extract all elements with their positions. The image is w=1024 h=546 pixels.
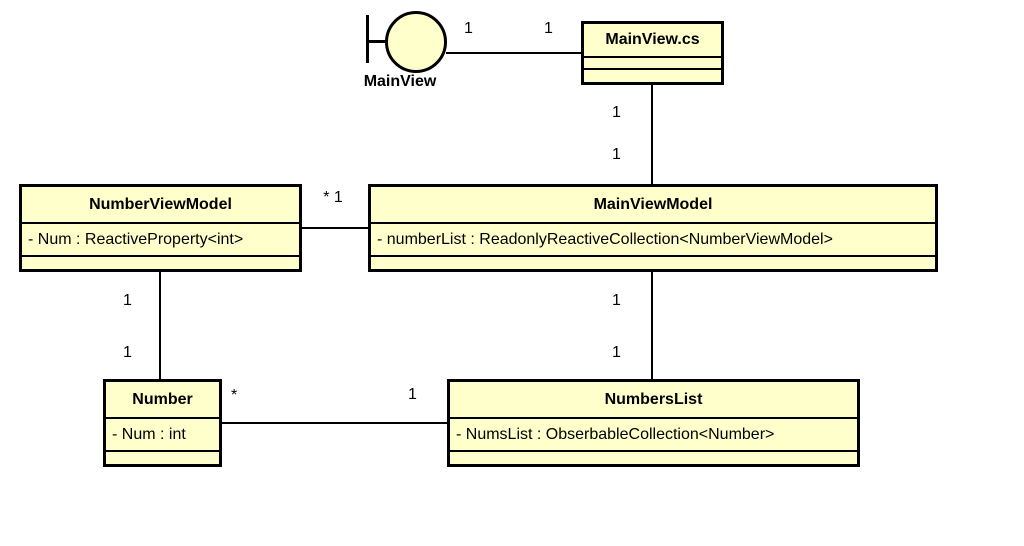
interface-label: MainView [363, 73, 437, 90]
association-line-mainviewcs-to-mainviewmodel [651, 85, 653, 184]
multiplicity-label: 1 [612, 146, 621, 163]
association-line-number-to-numberslist [222, 422, 447, 424]
multiplicity-label: 1 [612, 104, 621, 121]
class-title: NumbersList [604, 390, 703, 408]
multiplicity-label: 1 [464, 20, 473, 37]
interface-stub-line [369, 40, 386, 43]
class-title: MainViewModel [593, 195, 713, 213]
attributes-compartment [584, 56, 721, 68]
multiplicity-label: * 1 [323, 189, 343, 206]
class-box-number[interactable]: Number - Num : int [103, 379, 222, 467]
class-attribute: - Num : ReactiveProperty<int> [22, 222, 299, 255]
class-title: MainView.cs [605, 31, 700, 48]
multiplicity-label: 1 [123, 344, 132, 361]
multiplicity-label: * [231, 387, 238, 404]
operations-compartment [106, 450, 219, 464]
multiplicity-label: 1 [123, 292, 132, 309]
multiplicity-label: 1 [544, 20, 553, 37]
class-title: Number [132, 390, 193, 408]
class-attribute: - NumsList : ObserbableCollection<Number… [450, 417, 857, 450]
class-box-numberviewmodel[interactable]: NumberViewModel - Num : ReactiveProperty… [19, 184, 302, 272]
lollipop-interface-icon[interactable] [385, 11, 447, 73]
multiplicity-label: 1 [612, 344, 621, 361]
interface-port-bar-icon [366, 15, 369, 63]
class-box-mainview-cs[interactable]: MainView.cs [581, 21, 724, 85]
association-line-numberviewmodel-to-mainviewmodel [302, 227, 368, 229]
operations-compartment [584, 68, 721, 82]
class-title: NumberViewModel [89, 195, 232, 213]
multiplicity-label: 1 [612, 292, 621, 309]
multiplicity-label: 1 [408, 386, 417, 403]
operations-compartment [371, 255, 935, 269]
class-attribute: - numberList : ReadonlyReactiveCollectio… [371, 222, 935, 255]
association-line-mainview-to-mainviewcs [446, 52, 581, 54]
association-line-mainviewmodel-to-numberslist [651, 272, 653, 379]
class-box-mainviewmodel[interactable]: MainViewModel - numberList : ReadonlyRea… [368, 184, 938, 272]
class-attribute: - Num : int [106, 417, 219, 450]
operations-compartment [22, 255, 299, 269]
association-line-numberviewmodel-to-number [159, 272, 161, 379]
class-box-numberslist[interactable]: NumbersList - NumsList : ObserbableColle… [447, 379, 860, 467]
operations-compartment [450, 450, 857, 464]
